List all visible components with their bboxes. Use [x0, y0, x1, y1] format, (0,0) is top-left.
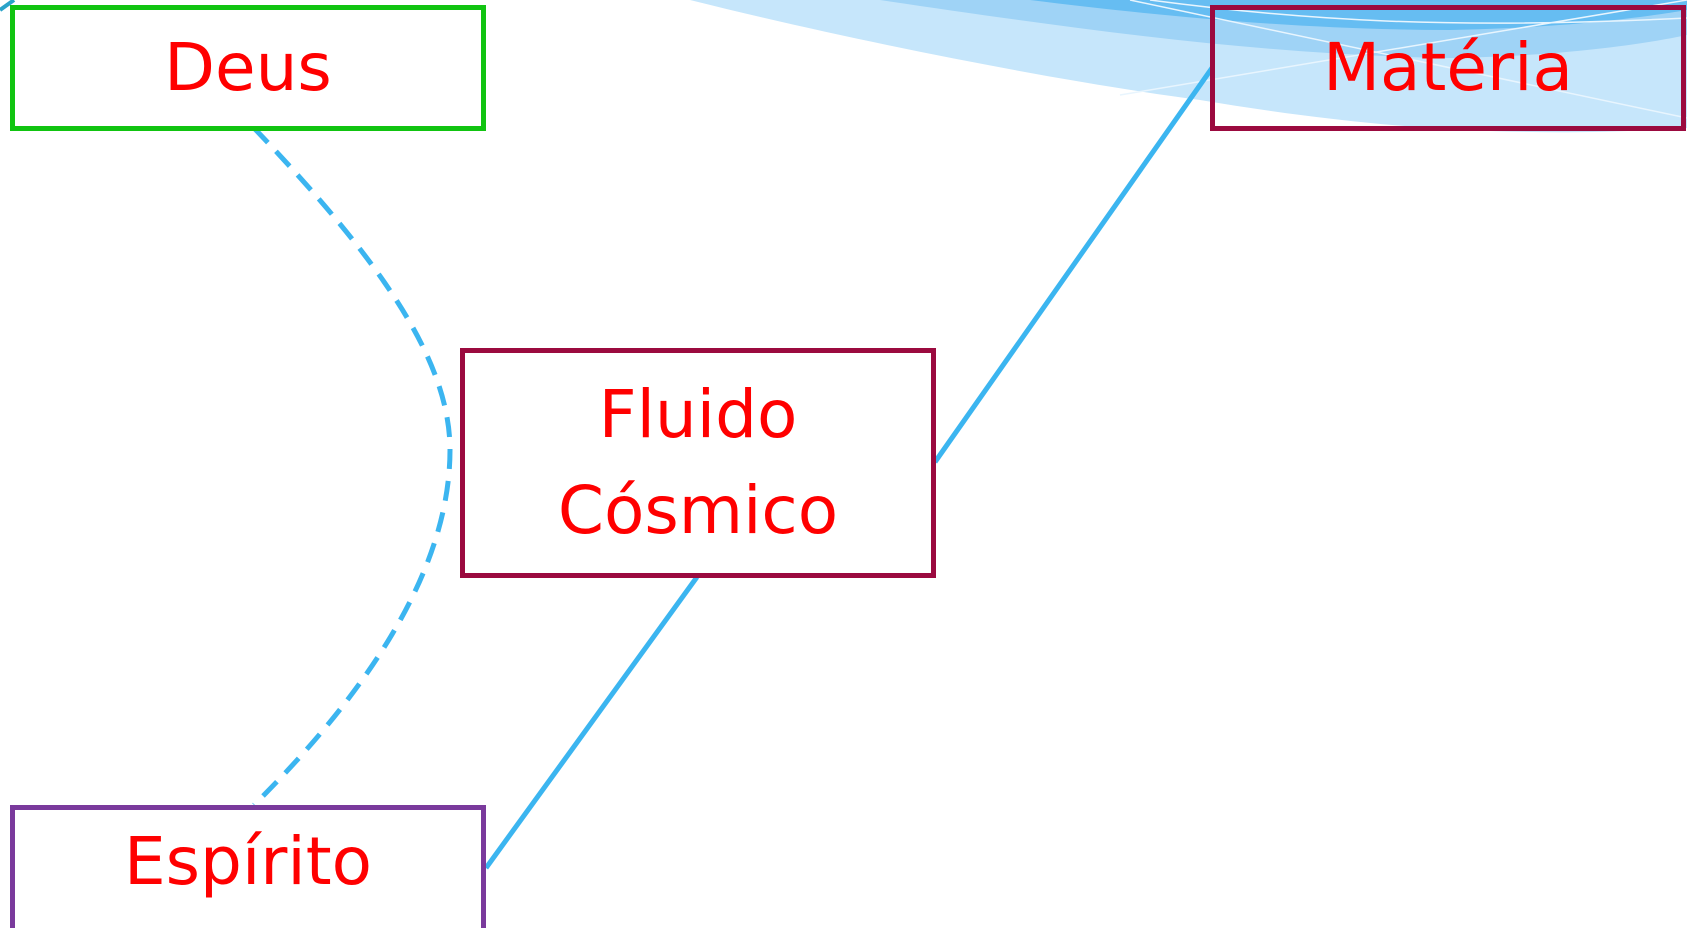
node-espirito-label: Espírito	[123, 823, 373, 900]
edge-deus-espirito	[252, 126, 453, 807]
node-fluido-cosmico: Fluido Cósmico	[460, 348, 936, 578]
wave-thin-line	[1129, 0, 1687, 119]
edge-fluido-materia	[932, 66, 1215, 464]
node-espirito: Espírito	[10, 805, 486, 928]
node-deus-label: Deus	[164, 29, 332, 107]
node-materia-label: Matéria	[1323, 29, 1573, 107]
wave-decoration	[690, 0, 1687, 133]
node-fluido-label-line1: Fluido	[598, 376, 798, 454]
corner-mark	[0, 0, 16, 12]
edge-fluido-espirito	[483, 575, 700, 870]
node-fluido-label-line2: Cósmico	[557, 472, 839, 549]
node-deus: Deus	[10, 5, 486, 131]
node-materia: Matéria	[1210, 5, 1686, 131]
